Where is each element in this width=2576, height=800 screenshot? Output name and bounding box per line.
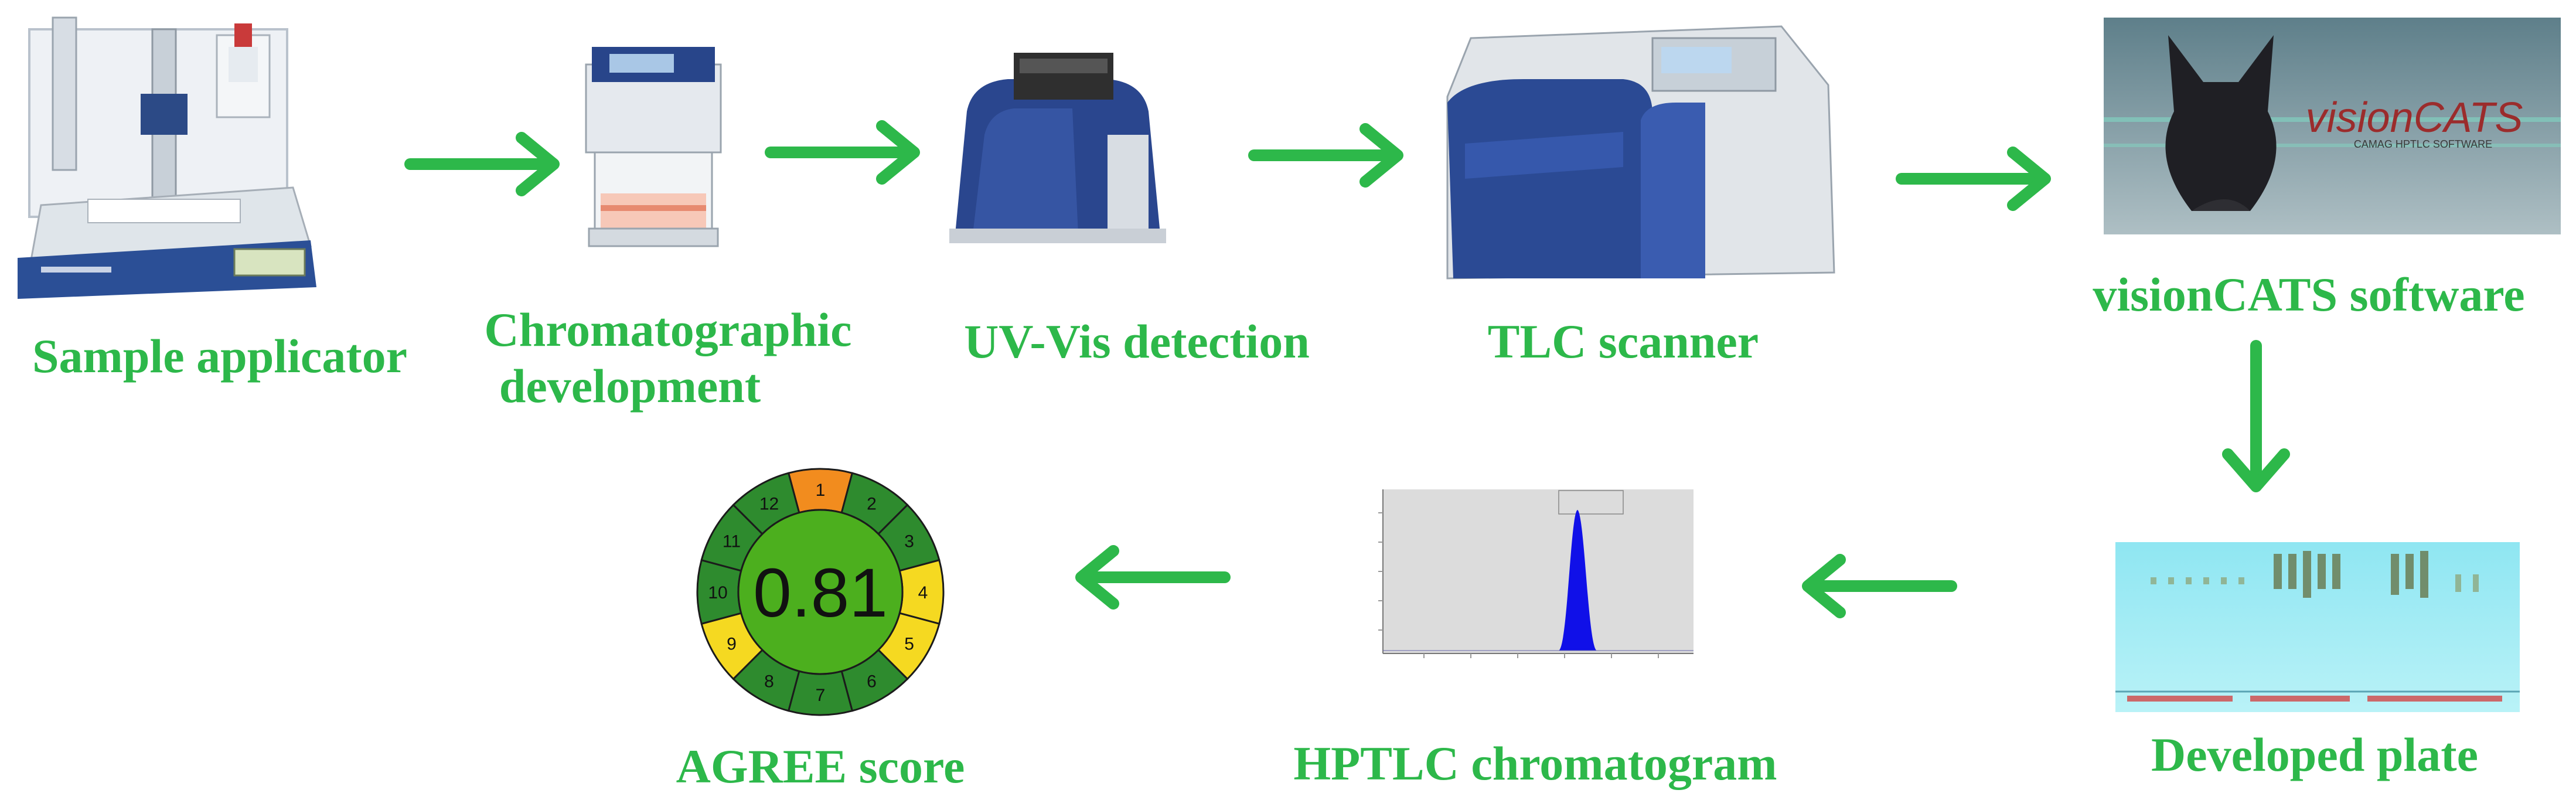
visioncats-software-image: visionCATS CAMAG HPTLC SOFTWARE — [2104, 18, 2561, 234]
visioncats-tagline-text: CAMAG HPTLC SOFTWARE — [2354, 138, 2492, 150]
development-chamber-image — [585, 47, 722, 247]
agree-segment-label-5: 5 — [904, 635, 914, 654]
uv-vis-detector-image — [949, 53, 1166, 243]
agree-segment-label-7: 7 — [816, 686, 826, 705]
down-arrow-icon — [2222, 340, 2290, 492]
agree-segment-label-9: 9 — [727, 635, 737, 654]
visioncats-logo-text: visionCATS — [2306, 94, 2523, 141]
agree-score-value: 0.81 — [753, 554, 888, 632]
agree-segment-label-12: 12 — [759, 494, 779, 513]
right-arrow-icon — [404, 132, 560, 196]
label-chromatographic-line2: development — [499, 359, 761, 413]
left-arrow-icon — [1802, 554, 1957, 618]
agree-segment-label-1: 1 — [816, 481, 826, 500]
developed-plate-image — [2115, 542, 2520, 712]
agree-center-circle — [737, 509, 904, 675]
label-tlc-scanner: TLC scanner — [1487, 315, 1759, 368]
label-chromatographic-line1: Chromatographic — [484, 303, 852, 356]
right-arrow-icon — [1896, 147, 2051, 211]
agree-segment-label-2: 2 — [867, 494, 877, 513]
sample-applicator-image — [18, 16, 316, 299]
agree-segment-label-4: 4 — [918, 583, 928, 602]
left-arrow-icon — [1075, 545, 1231, 610]
label-developed-plate: Developed plate — [2151, 728, 2478, 781]
label-visioncats-software: visionCATS software — [2093, 268, 2525, 321]
agree-segment-label-11: 11 — [723, 532, 741, 552]
label-hptlc-chromatogram: HPTLC chromatogram — [1293, 737, 1777, 790]
agree-segment-label-10: 10 — [708, 583, 727, 602]
agree-segment-label-6: 6 — [867, 672, 877, 692]
agree-segment-label-8: 8 — [764, 672, 774, 692]
right-arrow-icon — [1248, 123, 1403, 188]
label-sample-applicator: Sample applicator — [32, 329, 408, 383]
label-chromatographic-development: Chromatographic development — [445, 302, 891, 414]
agree-segment-label-3: 3 — [904, 532, 914, 552]
hptlc-chromatogram-image — [1359, 478, 1705, 677]
label-agree-score: AGREE score — [676, 740, 965, 793]
label-uv-vis-detection: UV-Vis detection — [964, 315, 1310, 368]
tlc-scanner-image — [1446, 25, 1835, 280]
right-arrow-icon — [765, 120, 920, 185]
